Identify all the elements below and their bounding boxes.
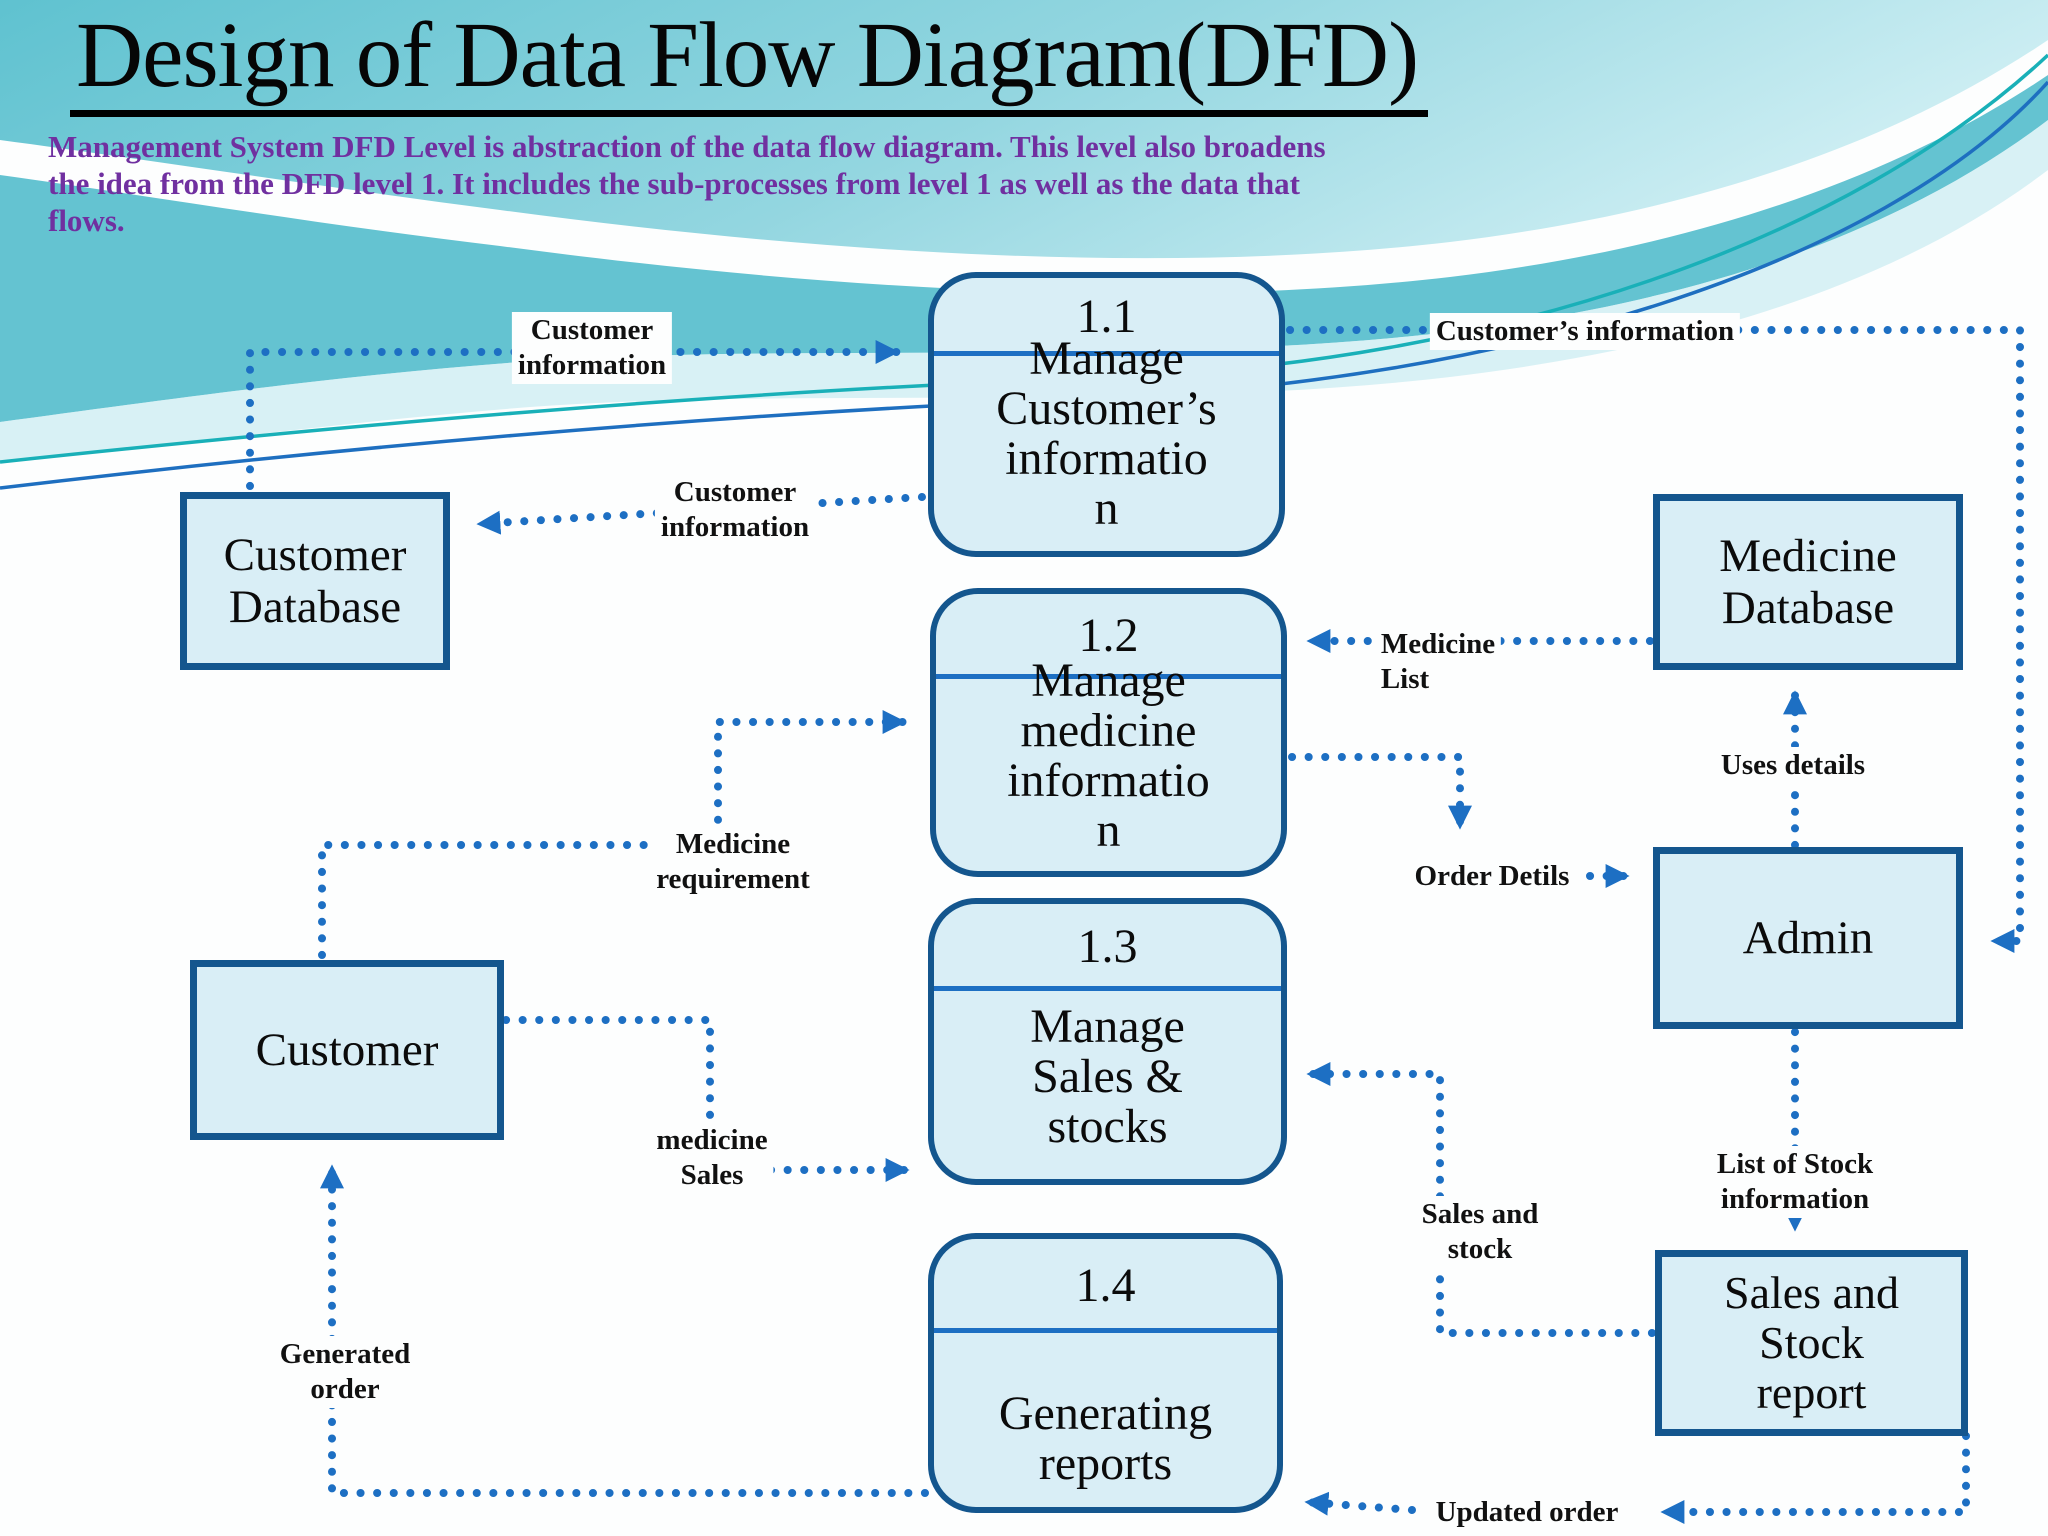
process-number: 1.2 bbox=[1078, 609, 1139, 662]
process-1-1-manage-customers-information: 1.1 Manage Customer’s informatio n bbox=[928, 272, 1285, 557]
flow-label-customers-information: Customer’s information bbox=[1429, 313, 1741, 350]
flow-label-customer-information-mid: Customer information bbox=[654, 474, 816, 546]
entity-customer: Customer bbox=[190, 960, 504, 1140]
flow-label-medicine-requirement: Medicine requirement bbox=[650, 826, 816, 898]
process-number: 1.1 bbox=[1076, 289, 1137, 343]
entity-medicine-database: Medicine Database bbox=[1653, 494, 1963, 670]
flow-updated-order-to-p14 bbox=[1302, 1491, 1416, 1516]
process-1-2-manage-medicine-information: 1.2 Manage medicine informatio n bbox=[930, 588, 1287, 877]
flow-label-generated-order: Generated order bbox=[273, 1336, 417, 1408]
flow-order-detils-from-p12 bbox=[1288, 753, 1472, 832]
flow-label-medicine-sales: medicine Sales bbox=[650, 1122, 774, 1194]
wave-upper-mass bbox=[0, 0, 2048, 259]
process-divider bbox=[936, 674, 1281, 679]
process-divider bbox=[934, 986, 1281, 991]
process-number: 1.4 bbox=[1075, 1258, 1136, 1312]
process-divider bbox=[934, 351, 1279, 356]
flow-medicine-sales-to-p13 bbox=[502, 1016, 912, 1182]
process-divider bbox=[934, 1328, 1277, 1333]
entity-customer-database: Customer Database bbox=[180, 492, 450, 670]
description-line: Management System DFD Level is abstracti… bbox=[48, 129, 1326, 164]
flow-updated-order-from-report bbox=[1658, 1432, 1970, 1524]
flow-label-sales-and-stock: Sales and stock bbox=[1415, 1196, 1545, 1268]
process-1-4-generating-reports: 1.4 Generating reports bbox=[928, 1233, 1283, 1513]
flow-label-uses-details: Uses details bbox=[1714, 747, 1872, 784]
entity-sales-stock-report: Sales and Stock report bbox=[1655, 1250, 1968, 1436]
process-1-3-manage-sales-stocks: 1.3 Manage Sales & stocks bbox=[928, 898, 1287, 1185]
slide-description: Management System DFD Level is abstracti… bbox=[48, 128, 1326, 239]
flow-label-order-detils: Order Detils bbox=[1408, 858, 1576, 895]
slide-title: Design of Data Flow Diagram(DFD) bbox=[70, 4, 1429, 117]
flow-label-customer-information-top: Customer information bbox=[511, 312, 673, 384]
description-line: flows. bbox=[48, 203, 125, 238]
description-line: the idea from the DFD level 1. It includ… bbox=[48, 166, 1300, 201]
process-label: Generating reports bbox=[998, 1387, 1213, 1490]
flow-medicine-requirement-to-p12 bbox=[318, 710, 909, 959]
process-label: Manage Customer’s informatio n bbox=[996, 332, 1217, 535]
process-label: Manage Sales & stocks bbox=[1030, 1000, 1185, 1153]
flow-generated-order-to-customer bbox=[320, 1162, 929, 1497]
process-number: 1.3 bbox=[1077, 920, 1138, 973]
flow-label-medicine-list: Medicine List bbox=[1374, 626, 1502, 698]
entity-admin: Admin bbox=[1653, 847, 1963, 1029]
process-label: Manage medicine informatio n bbox=[1007, 654, 1210, 857]
flow-customer-information-to-p11 bbox=[246, 340, 902, 490]
flow-label-list-of-stock-information: List of Stock information bbox=[1710, 1146, 1880, 1218]
flow-label-updated-order: Updated order bbox=[1429, 1494, 1625, 1531]
